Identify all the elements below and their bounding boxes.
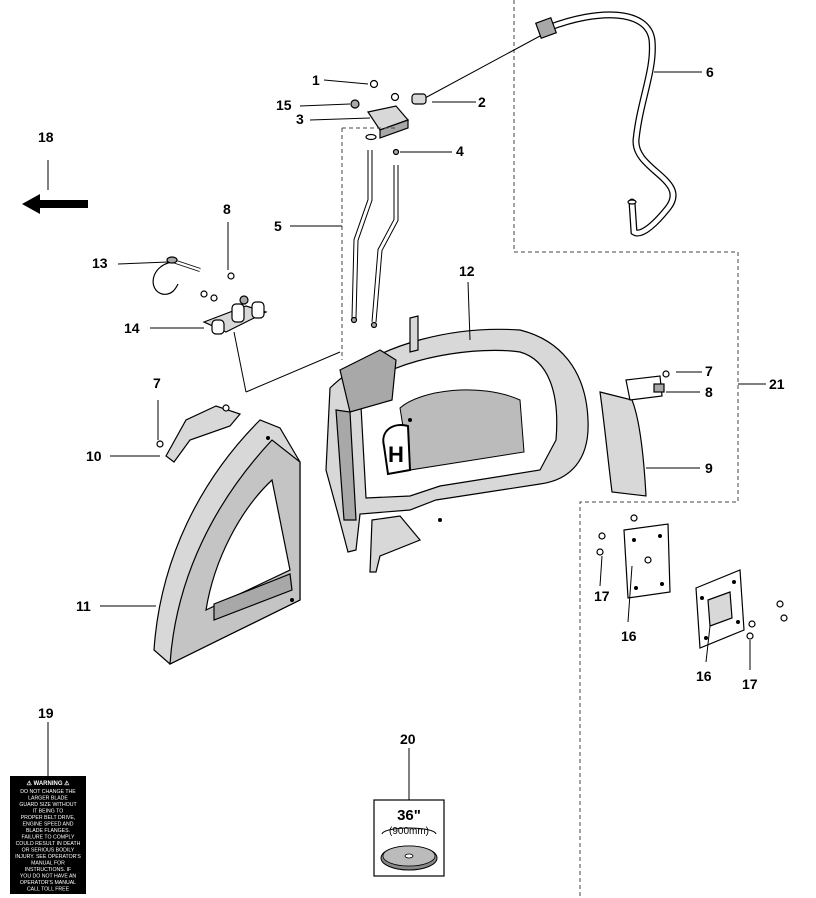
callout-8b: 8 bbox=[705, 384, 713, 400]
callout-20: 20 bbox=[400, 731, 416, 747]
callout-10: 10 bbox=[86, 448, 102, 464]
callout-16a: 16 bbox=[621, 628, 637, 644]
warning-line-3: GUARD SIZE WITHOUT bbox=[19, 802, 77, 808]
svg-text:H: H bbox=[388, 442, 404, 467]
leader-lines bbox=[47, 71, 766, 800]
warning-line-16: CALL TOLL FREE bbox=[27, 887, 70, 893]
mounting-plate-2 bbox=[695, 569, 788, 649]
size-decal: 36" (900mm) bbox=[373, 799, 445, 877]
callout-17a: 17 bbox=[594, 588, 610, 604]
warning-line-12: MANUAL FOR bbox=[31, 861, 65, 867]
callout-18: 18 bbox=[38, 129, 54, 145]
callout-21: 21 bbox=[769, 376, 785, 392]
callout-14: 14 bbox=[124, 320, 140, 336]
lock-pin bbox=[152, 256, 201, 295]
warning-line-13: INSTRUCTIONS. IF bbox=[25, 867, 71, 873]
callout-2: 2 bbox=[478, 94, 486, 110]
warning-line-7: BLADE FLANGES. bbox=[26, 828, 70, 834]
callout-7b: 7 bbox=[705, 363, 713, 379]
pivot-bracket bbox=[200, 272, 341, 393]
warning-line-15: OPERATOR'S MANUAL bbox=[20, 880, 76, 886]
callout-labels: 1 15 2 3 4 5 6 18 8 13 12 14 7 7 8 21 10… bbox=[38, 64, 785, 747]
callout-8a: 8 bbox=[223, 201, 231, 217]
warning-line-14: YOU DO NOT HAVE AN bbox=[20, 874, 77, 880]
callout-17b: 17 bbox=[742, 676, 758, 692]
callout-13: 13 bbox=[92, 255, 108, 271]
callout-9: 9 bbox=[705, 460, 713, 476]
callout-4: 4 bbox=[456, 143, 464, 159]
callout-7a: 7 bbox=[153, 375, 161, 391]
callout-3: 3 bbox=[296, 111, 304, 127]
warning-line-1: DO NOT CHANGE THE bbox=[20, 789, 76, 795]
water-hose bbox=[534, 11, 677, 237]
callout-16b: 16 bbox=[696, 668, 712, 684]
callout-19: 19 bbox=[38, 705, 54, 721]
warning-line-2: LARGER BLADE bbox=[28, 796, 68, 802]
warning-line-4: IT BEING TO bbox=[33, 809, 64, 815]
warning-line-10: OR SERIOUS BODILY bbox=[22, 848, 75, 854]
callout-15: 15 bbox=[276, 97, 292, 113]
nozzle-block-assembly bbox=[350, 79, 427, 156]
size-decal-metric: (900mm) bbox=[389, 826, 429, 837]
warning-line-6: ENGINE SPEED AND bbox=[22, 822, 73, 828]
kit-boundary bbox=[513, 0, 739, 898]
callout-12: 12 bbox=[459, 263, 475, 279]
direction-arrow bbox=[22, 194, 88, 214]
blade-guard: H bbox=[325, 315, 589, 573]
size-decal-size: 36" bbox=[397, 807, 421, 824]
warning-decal: ⚠ WARNING ⚠ DO NOT CHANGE THE LARGER BLA… bbox=[10, 776, 86, 894]
mounting-plate-1 bbox=[596, 514, 671, 599]
callout-11: 11 bbox=[76, 598, 91, 614]
warning-header: ⚠ WARNING ⚠ bbox=[26, 780, 70, 787]
callout-5: 5 bbox=[274, 218, 282, 234]
callout-1: 1 bbox=[312, 72, 320, 88]
deflector-flap bbox=[599, 370, 670, 497]
warning-line-8: FAILURE TO COMPLY bbox=[21, 835, 75, 841]
small-bracket bbox=[156, 404, 242, 463]
outer-guard bbox=[153, 419, 301, 665]
callout-6: 6 bbox=[706, 64, 714, 80]
warning-line-5: PROPER BELT DRIVE, bbox=[21, 815, 76, 821]
warning-line-9: COULD RESULT IN DEATH bbox=[16, 841, 81, 847]
warning-line-11: INJURY. SEE OPERATOR'S bbox=[15, 854, 81, 860]
water-pipes bbox=[341, 127, 399, 360]
